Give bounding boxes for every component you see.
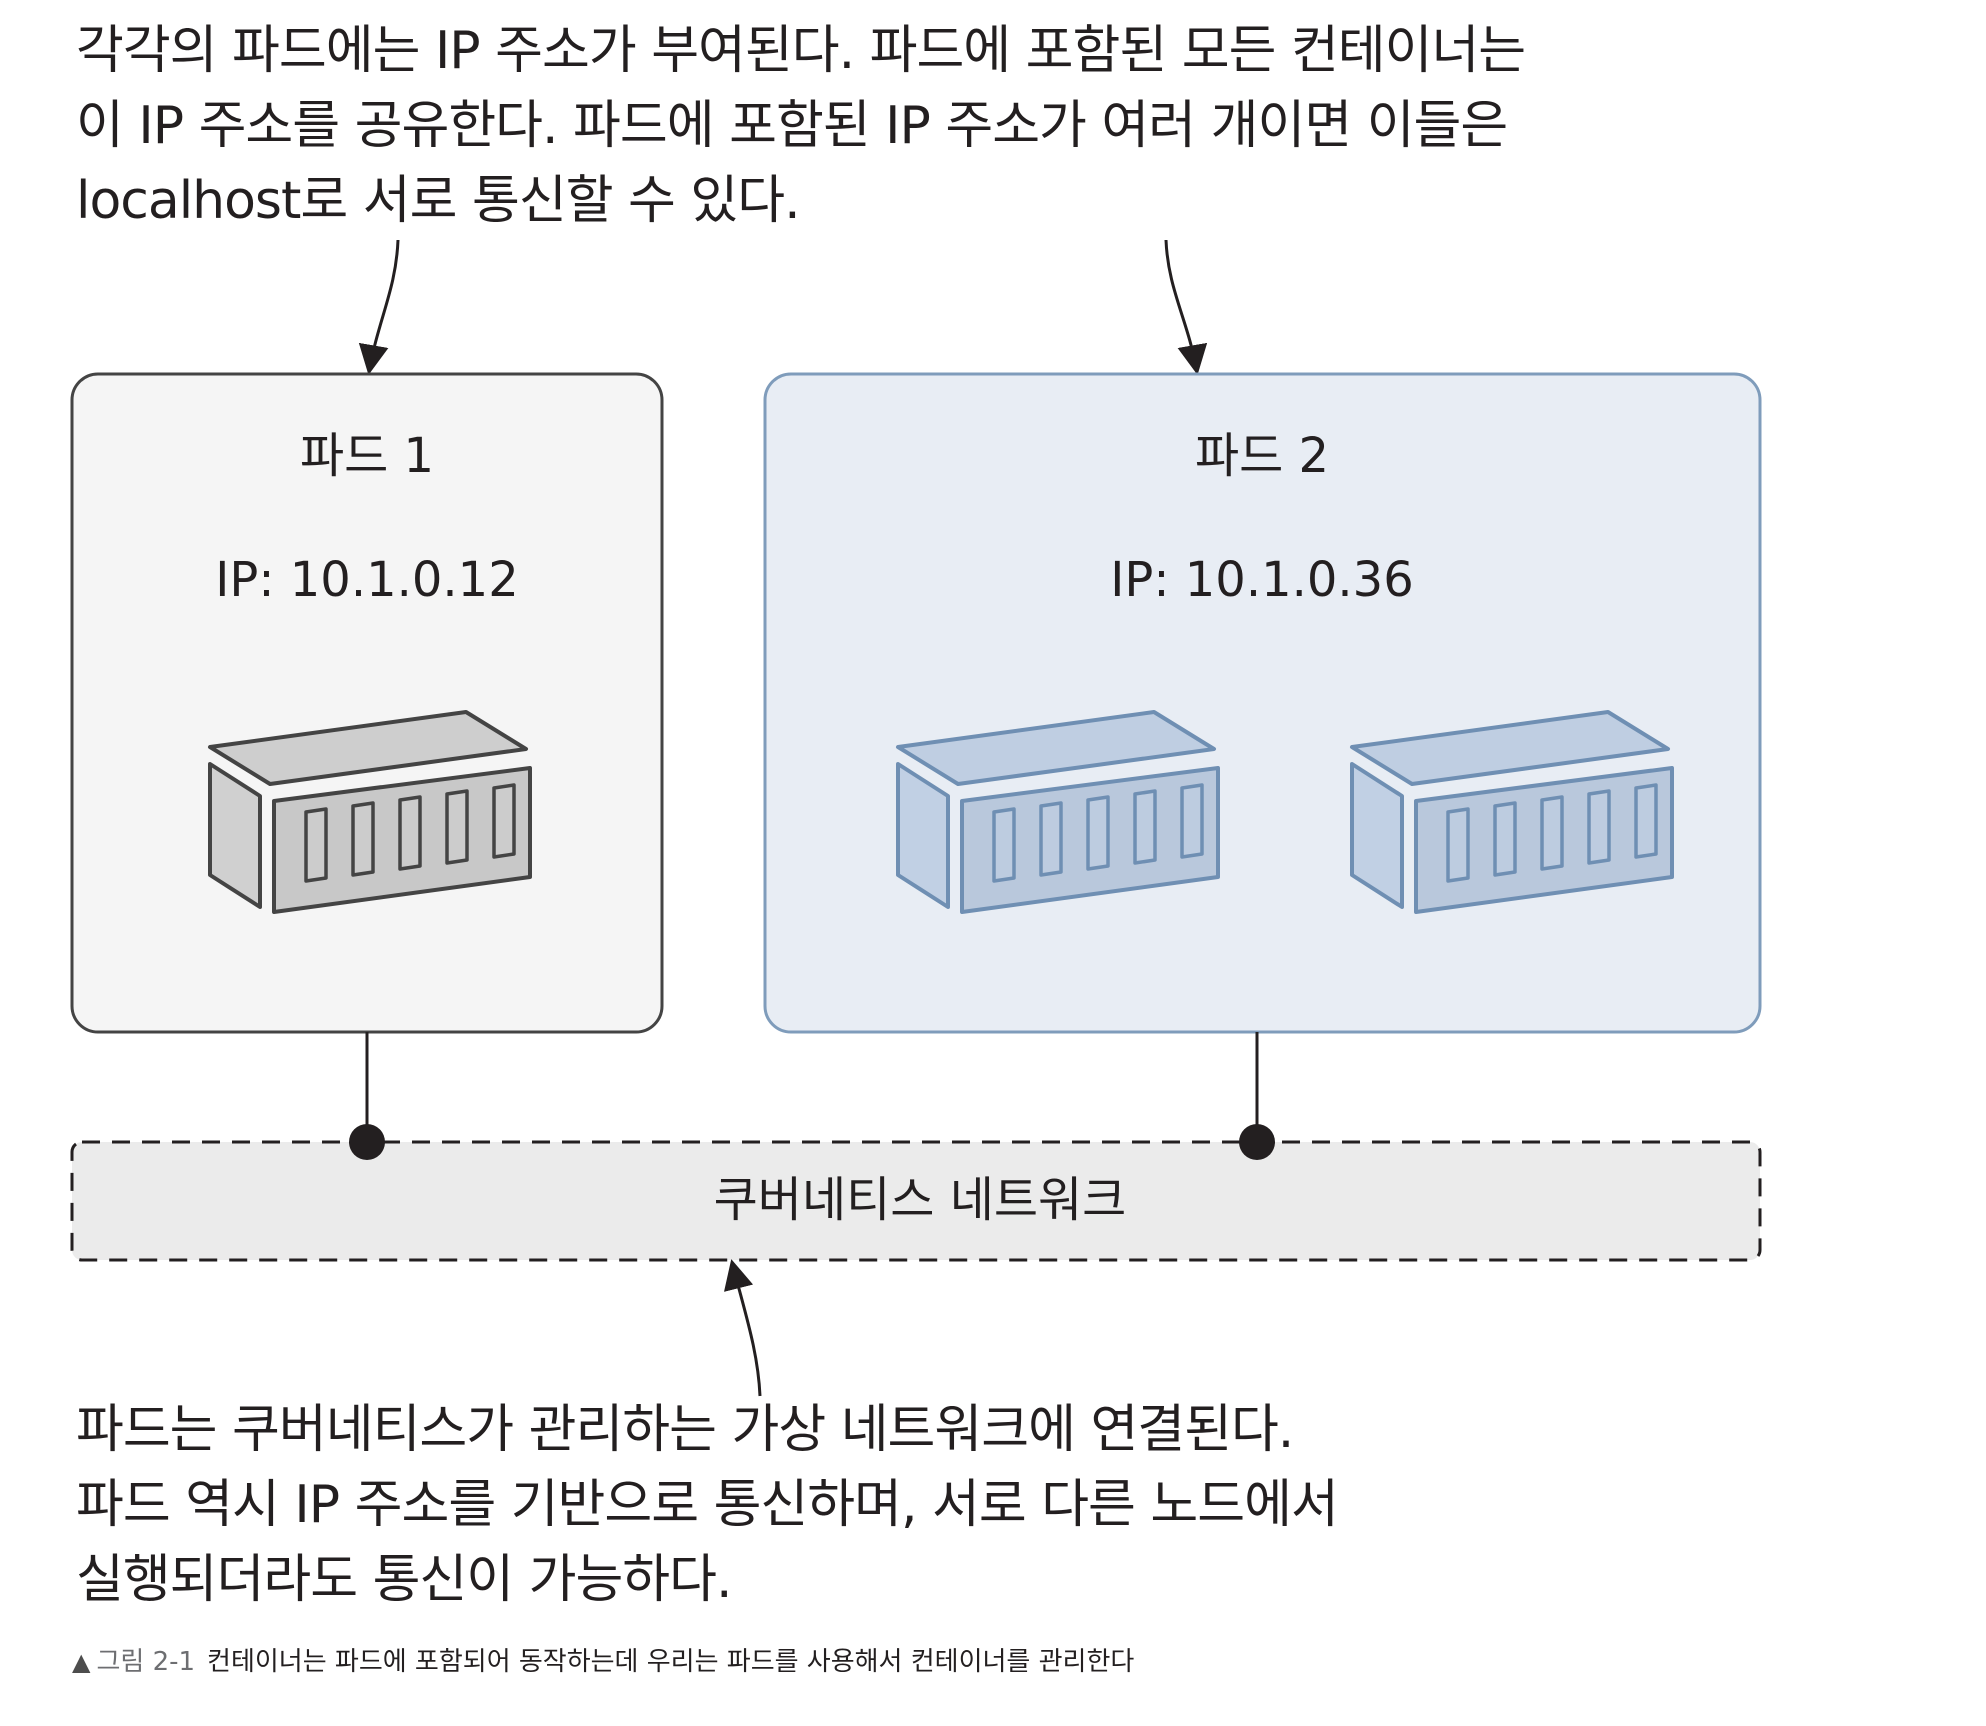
network-box <box>70 1140 1762 1262</box>
container-vent <box>492 783 516 859</box>
pod-2-ip: IP: 10.1.0.36 <box>1110 552 1414 608</box>
container-vent <box>1493 801 1517 877</box>
container-vent <box>1540 795 1564 871</box>
network-label: 쿠버네티스 네트워크 <box>714 1172 1127 1228</box>
top-annotation-line-2: 이 IP 주소를 공유한다. 파드에 포함된 IP 주소가 여러 개이면 이들은 <box>76 96 1508 156</box>
pod-2: 파드 2 IP: 10.1.0.36 <box>763 372 1762 1034</box>
pod-1-title: 파드 1 <box>300 428 434 484</box>
arrow-to-network <box>723 1259 762 1397</box>
pod-2-network-junction <box>1239 1124 1275 1160</box>
arrow-to-pod-1 <box>358 239 400 375</box>
top-annotation-line-3: localhost로 서로 통신할 수 있다. <box>76 171 801 231</box>
container-top <box>1350 710 1670 786</box>
caption-text: 컨테이너는 파드에 포함되어 동작하는데 우리는 파드를 사용해서 컨테이너를 … <box>207 1647 1135 1677</box>
container-vent <box>1086 795 1110 871</box>
container-top <box>208 710 528 786</box>
container-icon <box>208 710 532 914</box>
caption-triangle-icon: ▲ <box>72 1648 91 1676</box>
arrow-to-pod-2 <box>1164 239 1208 375</box>
container-icon <box>1350 710 1674 914</box>
pod-1-ip: IP: 10.1.0.12 <box>215 552 519 608</box>
container-vent <box>304 807 328 883</box>
container-vent <box>1634 783 1658 859</box>
container-side <box>896 762 950 909</box>
container-side <box>208 762 262 909</box>
container-vent <box>1039 801 1063 877</box>
bottom-annotation-line-2: 파드 역시 IP 주소를 기반으로 통신하며, 서로 다른 노드에서 <box>76 1475 1339 1535</box>
container-icon <box>896 710 1220 914</box>
bottom-annotation-line-1: 파드는 쿠버네티스가 관리하는 가상 네트워크에 연결된다. <box>76 1400 1294 1460</box>
container-vent <box>1133 789 1157 865</box>
figure-caption: ▲그림 2-1 컨테이너는 파드에 포함되어 동작하는데 우리는 파드를 사용해서… <box>72 1641 1134 1678</box>
container-side <box>1350 762 1404 909</box>
container-vent <box>1180 783 1204 859</box>
pod-2-containers <box>896 710 1674 914</box>
pod-2-title: 파드 2 <box>1195 428 1329 484</box>
container-vent <box>1446 807 1470 883</box>
pod-1-containers <box>208 710 532 914</box>
bottom-annotation: 파드는 쿠버네티스가 관리하는 가상 네트워크에 연결된다. 파드 역시 IP … <box>76 1393 1339 1618</box>
kubernetes-network: 쿠버네티스 네트워크 <box>70 1124 1762 1262</box>
container-vent <box>351 801 375 877</box>
top-annotation: 각각의 파드에는 IP 주소가 부여된다. 파드에 포함된 모든 컨테이너는 이… <box>76 14 1526 239</box>
container-vent <box>1587 789 1611 865</box>
container-vent <box>398 795 422 871</box>
caption-figure-number: 그림 2-1 <box>96 1647 196 1677</box>
container-vent <box>445 789 469 865</box>
bottom-annotation-line-3: 실행되더라도 통신이 가능하다. <box>76 1550 733 1610</box>
pod-1-network-junction <box>349 1124 385 1160</box>
pod-1: 파드 1 IP: 10.1.0.12 <box>70 372 664 1034</box>
container-vent <box>992 807 1016 883</box>
container-top <box>896 710 1216 786</box>
top-annotation-line-1: 각각의 파드에는 IP 주소가 부여된다. 파드에 포함된 모든 컨테이너는 <box>76 21 1526 81</box>
